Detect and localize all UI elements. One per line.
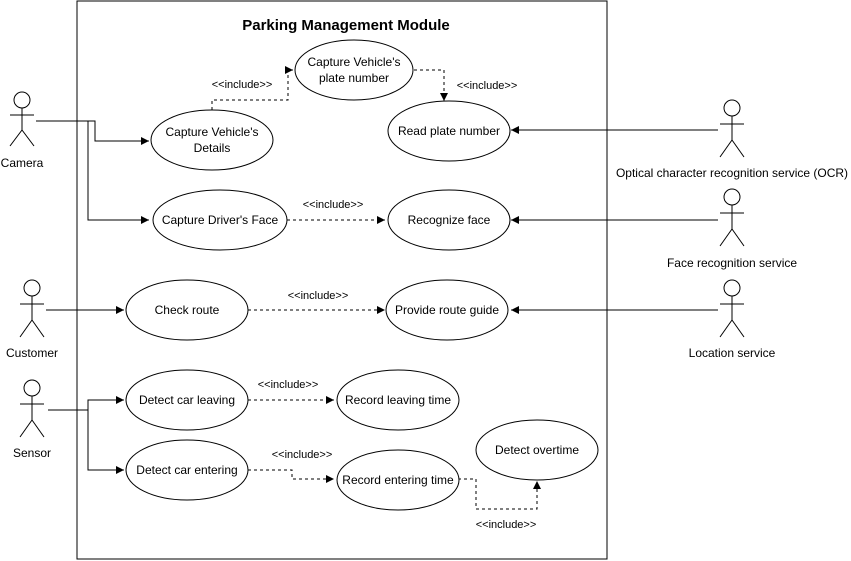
include-label-record-entering: <<include>>: [272, 449, 333, 461]
include-label-plate: <<include>>: [212, 79, 273, 91]
actor-sensor[interactable]: [19, 379, 45, 438]
usecase-record-entering-time[interactable]: Record entering time: [336, 449, 460, 511]
include-label-route-guide: <<include>>: [288, 290, 349, 302]
usecase-recognize-face-label: Recognize face: [408, 213, 491, 227]
usecase-record-leaving-time[interactable]: Record leaving time: [336, 369, 460, 431]
usecase-detect-overtime[interactable]: Detect overtime: [475, 419, 599, 481]
usecase-check-route[interactable]: Check route: [125, 279, 249, 341]
usecase-detect-car-leaving[interactable]: Detect car leaving: [125, 369, 249, 431]
actor-camera[interactable]: [9, 91, 35, 147]
system-boundary: [76, 0, 608, 560]
associations: [36, 120, 718, 474]
actor-face-recognition-label: Face recognition service: [667, 256, 797, 270]
usecase-capture-details-line1: Capture Vehicle's: [165, 125, 258, 139]
include-label-recognize-face: <<include>>: [303, 199, 364, 211]
actor-customer[interactable]: [19, 279, 45, 338]
actor-sensor-label: Sensor: [13, 446, 51, 460]
system-title: Parking Management Module: [242, 17, 450, 34]
actor-camera-label: Camera: [1, 156, 44, 170]
usecase-read-plate-number[interactable]: Read plate number: [387, 100, 511, 162]
actor-face-recognition-service[interactable]: [719, 188, 745, 247]
actor-ocr-label: Optical character recognition service (O…: [616, 166, 848, 180]
usecase-read-plate-label: Read plate number: [398, 124, 500, 138]
usecase-capture-plate-number[interactable]: Capture Vehicle's plate number: [294, 39, 414, 101]
usecase-provide-route-guide[interactable]: Provide route guide: [385, 279, 509, 341]
usecase-detect-overtime-label: Detect overtime: [495, 443, 579, 457]
usecase-detect-car-entering[interactable]: Detect car entering: [125, 439, 249, 501]
usecase-capture-drivers-face[interactable]: Capture Driver's Face: [152, 189, 288, 251]
include-label-detect-overtime: <<include>>: [476, 519, 537, 531]
actor-ocr[interactable]: [719, 99, 745, 158]
actor-customer-label: Customer: [6, 346, 58, 360]
usecase-check-route-label: Check route: [155, 303, 220, 317]
usecase-route-guide-label: Provide route guide: [395, 303, 499, 317]
usecase-capture-details-line2: Details: [194, 141, 231, 155]
usecase-capture-vehicle-details[interactable]: Capture Vehicle's Details: [150, 109, 274, 171]
usecase-detect-entering-label: Detect car entering: [136, 463, 237, 477]
usecase-capture-plate-line1: Capture Vehicle's: [307, 55, 400, 69]
include-label-record-leaving: <<include>>: [258, 379, 319, 391]
usecase-record-leaving-label: Record leaving time: [345, 393, 451, 407]
usecase-capture-face-label: Capture Driver's Face: [162, 213, 279, 227]
usecase-record-entering-label: Record entering time: [342, 473, 454, 487]
usecase-detect-leaving-label: Detect car leaving: [139, 393, 235, 407]
actor-location-label: Location service: [689, 346, 776, 360]
actor-location-service[interactable]: [719, 279, 745, 338]
usecase-recognize-face[interactable]: Recognize face: [387, 189, 511, 251]
usecase-capture-plate-line2: plate number: [319, 71, 389, 85]
include-lines: [211, 66, 541, 510]
include-label-read-plate: <<include>>: [457, 80, 518, 92]
